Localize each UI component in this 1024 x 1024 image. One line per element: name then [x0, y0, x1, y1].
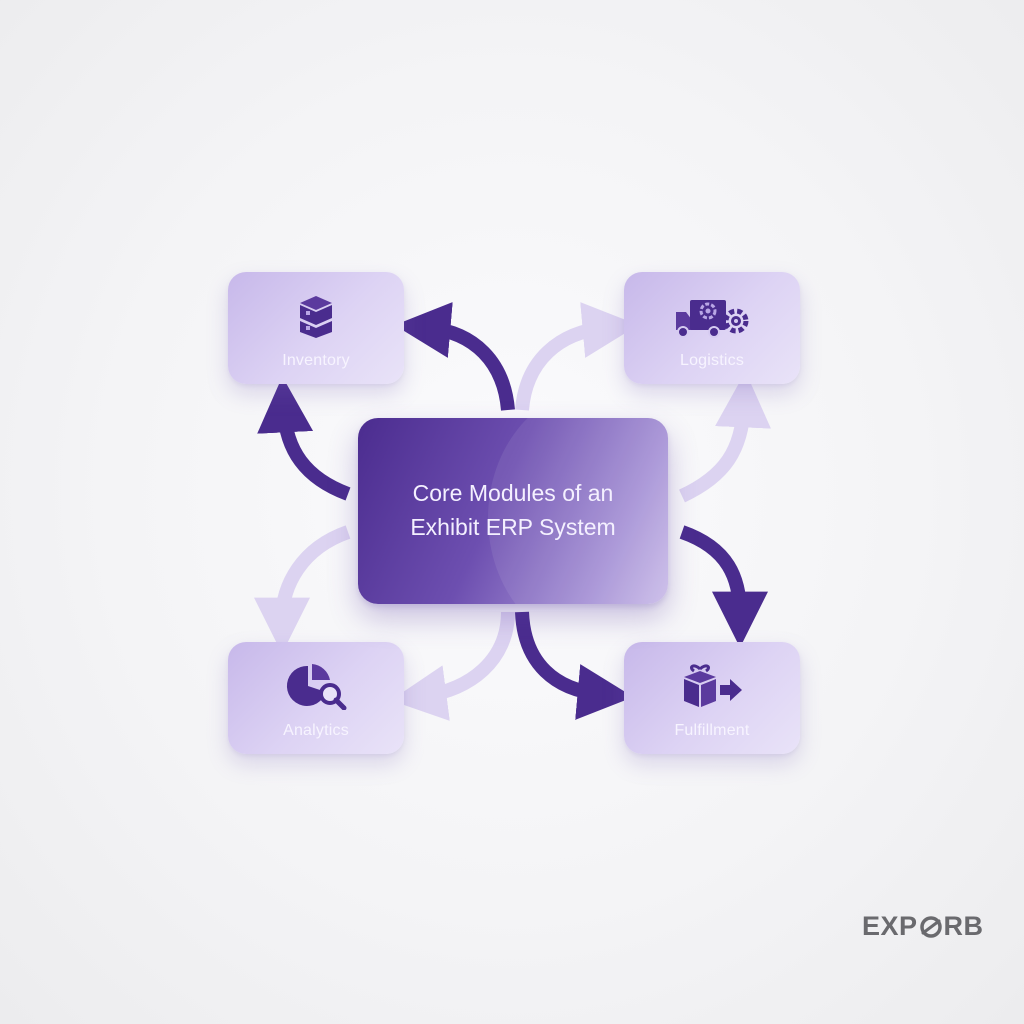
arrow-to-logistics: [515, 302, 639, 411]
pie-chart-magnifier-icon: [228, 662, 404, 710]
module-label: Inventory: [282, 352, 350, 369]
brand-logo: EXP RB: [862, 911, 984, 942]
core-modules-card: Core Modules of an Exhibit ERP System: [358, 418, 668, 604]
arrow-to-logistics-from-right: [678, 371, 771, 503]
module-label: Analytics: [283, 722, 349, 739]
module-label: Logistics: [679, 352, 745, 369]
arrow-to-fulfillment-from-bottom: [515, 611, 634, 720]
module-logistics[interactable]: Logistics: [624, 272, 800, 384]
delivery-truck-gears-icon: [624, 292, 800, 340]
title-line-1: Core Modules of an: [412, 480, 614, 506]
card-sheen: [488, 418, 668, 604]
diagram-title: Core Modules of an Exhibit ERP System: [358, 476, 668, 544]
arrow-to-analytics-from-bottom: [390, 611, 515, 721]
module-analytics[interactable]: Analytics: [228, 642, 404, 754]
module-label: Fulfillment: [674, 722, 750, 739]
module-inventory[interactable]: Inventory: [228, 272, 404, 384]
arrow-to-inventory-from-left: [257, 376, 351, 501]
orbit-o-icon: [919, 915, 943, 939]
gift-box-export-icon: [624, 662, 800, 710]
title-line-2: Exhibit ERP System: [410, 514, 616, 540]
module-fulfillment[interactable]: Fulfillment: [624, 642, 800, 754]
stacked-boxes-icon: [228, 292, 404, 340]
brand-suffix: RB: [943, 911, 984, 941]
arrow-to-inventory-from-top: [394, 302, 515, 411]
arrow-to-fulfillment-from-right: [679, 525, 768, 648]
arrow-to-analytics: [254, 525, 351, 654]
brand-prefix: EXP: [862, 911, 918, 941]
